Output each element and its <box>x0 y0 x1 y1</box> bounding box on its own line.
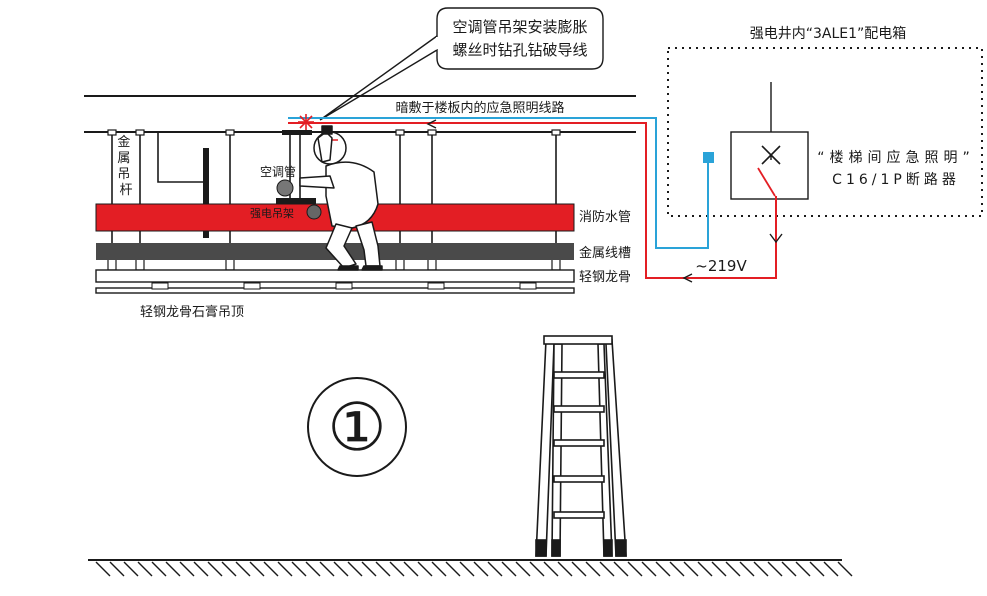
ground-hatch <box>95 561 111 577</box>
ac-pipe-label: 空调管 <box>260 164 296 179</box>
breaker-line-1: “楼梯间应急照明” <box>817 149 975 166</box>
embedded-wire-label: 暗敷于楼板内的应急照明线路 <box>395 100 564 116</box>
arrow-icon <box>682 273 693 283</box>
ground-hatch <box>487 561 503 577</box>
ground-hatch <box>179 561 195 577</box>
ground-hatch <box>459 561 475 577</box>
arrow-icon <box>426 119 437 129</box>
ground-hatch <box>781 561 797 577</box>
ground-hatch <box>655 561 671 577</box>
duct-outline <box>157 132 206 183</box>
ground-hatch <box>109 561 125 577</box>
ground <box>88 559 853 577</box>
ground-hatch <box>305 561 321 577</box>
breaker-line-2: C16/1P断路器 <box>832 172 960 188</box>
ground-hatch <box>361 561 377 577</box>
ground-hatch <box>641 561 657 577</box>
ground-hatch <box>529 561 545 577</box>
ground-hatch <box>333 561 349 577</box>
ceiling-label: 轻钢龙骨石膏吊顶 <box>140 304 244 320</box>
ground-hatch <box>557 561 573 577</box>
callout-line-1: 空调管吊架安装膨胀 <box>452 18 587 36</box>
ac-pipe <box>276 179 294 197</box>
ground-hatch <box>683 561 699 577</box>
breaker-box <box>730 131 809 200</box>
neutral-terminal <box>703 152 714 163</box>
arrow-icon <box>769 233 783 244</box>
ground-hatch <box>543 561 559 577</box>
ground-hatch <box>207 561 223 577</box>
floor-slab <box>84 95 636 133</box>
cable-pipe <box>306 204 322 220</box>
ground-hatch <box>767 561 783 577</box>
steel-keel <box>95 269 575 283</box>
ground-hatch <box>165 561 181 577</box>
drill-spark-icon <box>298 114 314 130</box>
step-badge: ① <box>307 377 407 477</box>
fire-pipe-label: 消防水管 <box>579 209 631 225</box>
voltage-label: ~219V <box>695 257 747 275</box>
ground-hatch <box>277 561 293 577</box>
emergency-lighting-circuit: ~219V 暗敷于楼板内的应急照明线路 <box>288 100 783 283</box>
ladder-icon <box>535 335 627 557</box>
ground-hatch <box>249 561 265 577</box>
ground-hatch <box>445 561 461 577</box>
ground-hatch <box>123 561 139 577</box>
hanger-rod-char: 金 <box>117 134 130 150</box>
live-wire <box>288 122 777 279</box>
ground-hatch <box>823 561 839 577</box>
ceiling-board <box>95 287 575 294</box>
step-number: ① <box>327 389 386 466</box>
ground-hatch <box>795 561 811 577</box>
ground-hatch <box>473 561 489 577</box>
neutral-wire <box>288 117 709 249</box>
ground-hatch <box>347 561 363 577</box>
ground-hatch <box>137 561 153 577</box>
ground-hatch <box>375 561 391 577</box>
ground-hatch <box>263 561 279 577</box>
ground-hatch <box>599 561 615 577</box>
ground-hatch <box>571 561 587 577</box>
ground-hatch <box>501 561 517 577</box>
steel-keel-label: 轻钢龙骨 <box>579 270 631 285</box>
ground-hatch <box>221 561 237 577</box>
ground-hatch <box>151 561 167 577</box>
hanger-rod-char: 吊 <box>117 167 130 182</box>
ground-hatch <box>585 561 601 577</box>
ground-hatch <box>417 561 433 577</box>
ground-hatch <box>431 561 447 577</box>
ground-hatch <box>389 561 405 577</box>
breaker-switch <box>757 167 776 197</box>
ground-hatch <box>711 561 727 577</box>
ground-hatch <box>515 561 531 577</box>
ground-hatch <box>837 561 853 577</box>
ground-hatch <box>235 561 251 577</box>
ground-hatch <box>809 561 825 577</box>
ground-hatch <box>739 561 755 577</box>
worker-figure <box>299 125 383 271</box>
ground-hatch <box>669 561 685 577</box>
keel-clips <box>151 282 537 290</box>
hanger-rod-label: 金 属 吊 杆 <box>117 134 134 198</box>
ground-hatch <box>291 561 307 577</box>
callout-line-2: 螺丝时钻孔钻破导线 <box>452 41 587 59</box>
hanger-rod-char: 属 <box>117 151 130 166</box>
hanger-rod-char: 杆 <box>119 183 132 198</box>
duct-support <box>203 148 209 238</box>
ground-hatch <box>725 561 741 577</box>
ground-hatch <box>403 561 419 577</box>
ground-hatch <box>319 561 335 577</box>
metal-tray-label: 金属线槽 <box>579 245 631 261</box>
ground-hatch <box>613 561 629 577</box>
ground-hatch <box>697 561 713 577</box>
callout-bubble: 空调管吊架安装膨胀 螺丝时钻孔钻破导线 <box>319 7 604 121</box>
power-bracket-label: 强电吊架 <box>250 207 294 220</box>
ground-hatch <box>627 561 643 577</box>
ac-pipe-bracket: 空调管 强电吊架 <box>250 130 322 220</box>
distribution-box: 强电井内“3ALE1”配电箱 “楼梯间应急照明” C16/1P断路器 <box>667 26 983 217</box>
ground-hatch <box>753 561 769 577</box>
ground-hatch <box>193 561 209 577</box>
panel-title: 强电井内“3ALE1”配电箱 <box>750 26 907 42</box>
